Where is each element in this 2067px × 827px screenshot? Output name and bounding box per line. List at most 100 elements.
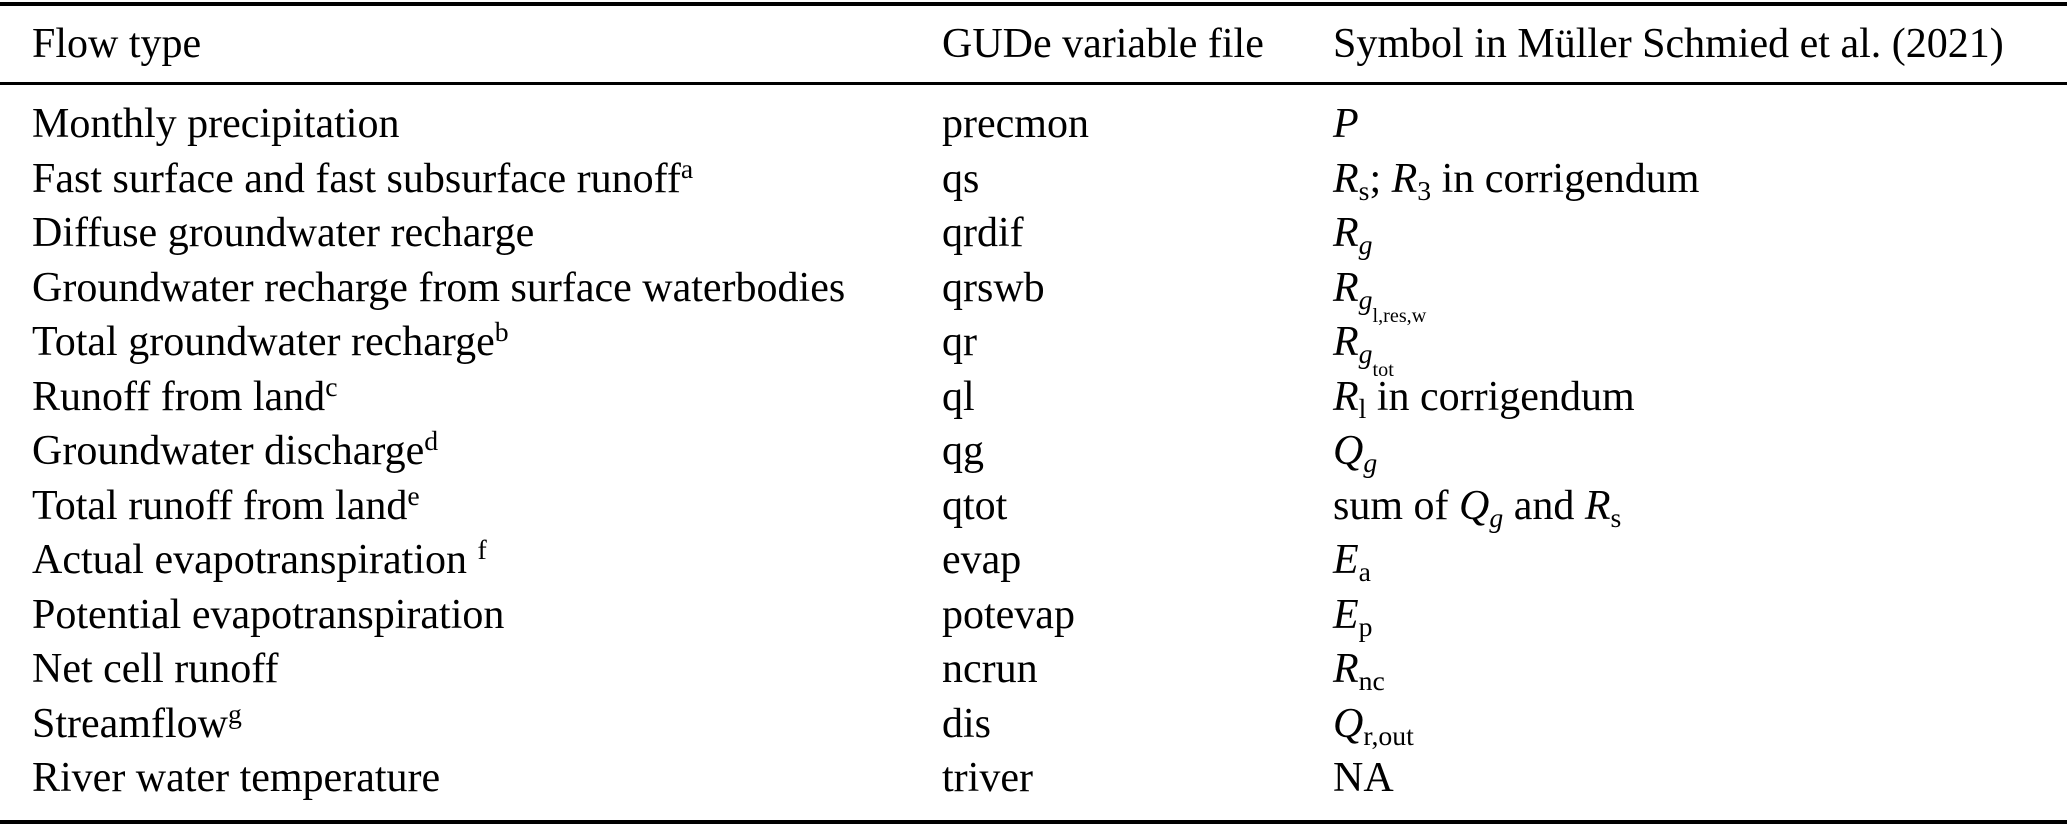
footnote-marker: a: [680, 152, 694, 184]
variable-file-text: triver: [942, 755, 1033, 801]
symbol-cell: Rgl,res,w: [1333, 261, 2067, 326]
variable-file-cell: qr: [942, 315, 1333, 370]
flow-type-text: Runoff from land: [32, 373, 326, 420]
symbol-segment: nc: [1358, 665, 1385, 697]
symbol-segment: E: [1333, 591, 1359, 638]
flow-type-cell: Total runoff from lande: [32, 479, 942, 534]
variable-file-text: qs: [942, 155, 980, 202]
variable-file-text: qr: [942, 319, 977, 365]
column-header-flow-type: Flow type: [32, 21, 202, 67]
symbol-segment: p: [1358, 610, 1373, 642]
symbol-segment: l,res,w: [1372, 304, 1427, 327]
flow-type-cell: Diffuse groundwater recharge: [32, 206, 942, 261]
variable-file-text: evap: [942, 537, 1022, 583]
variable-file-text: ncrun: [942, 646, 1038, 692]
footnote-marker: e: [407, 479, 420, 511]
flow-type-cell: Groundwater recharge from surface waterb…: [32, 261, 942, 316]
flow-type-text: Groundwater recharge from surface waterb…: [32, 264, 846, 311]
symbol-cell: Rs; R3 in corrigendum: [1333, 152, 2067, 207]
symbol-segment: P: [1333, 101, 1359, 147]
symbol-segment: g: [1358, 229, 1373, 261]
table-header-separator-rule: [0, 82, 2067, 85]
table-row: Net cell runoff ncrun Rnc: [0, 642, 2067, 697]
variable-file-cell: qs: [942, 152, 1333, 207]
footnote-marker: f: [477, 534, 487, 566]
symbol-segment: R: [1333, 210, 1359, 256]
variable-file-text: precmon: [942, 101, 1089, 147]
flow-type-text: Actual evapotranspiration: [32, 537, 478, 583]
variable-file-cell: triver: [942, 751, 1333, 806]
variable-file-cell: ql: [942, 370, 1333, 425]
variable-file-cell: ncrun: [942, 642, 1333, 697]
symbol-segment: E: [1333, 537, 1359, 583]
variable-file-cell: qtot: [942, 479, 1333, 534]
symbol-cell: Qr,out: [1333, 697, 2067, 752]
footnote-marker: b: [494, 316, 509, 348]
flow-type-text: Groundwater discharge: [32, 428, 425, 474]
flow-type-cell: River water temperature: [32, 751, 942, 806]
table-body: Monthly precipitation precmon P Fast surfac…: [0, 85, 2067, 806]
symbol-segment: tot: [1372, 359, 1394, 382]
variable-file-cell: qg: [942, 424, 1333, 479]
symbol-segment: in corrigendum: [1366, 373, 1635, 420]
flow-type-text: Potential evapotranspiration: [32, 591, 505, 638]
table-row: Groundwater recharge from surface waterb…: [0, 261, 2067, 326]
symbol-segment: g: [1363, 447, 1378, 479]
symbol-segment: g: [1358, 283, 1373, 315]
symbol-segment: Q: [1333, 428, 1364, 474]
symbol-cell: sum of Qg and Rs: [1333, 479, 2067, 534]
symbol-segment: 3: [1417, 174, 1432, 206]
symbol-cell: Ea: [1333, 533, 2067, 588]
symbol-segment: l: [1358, 392, 1367, 424]
flow-type-cell: Monthly precipitation: [32, 97, 942, 152]
variable-file-text: qtot: [942, 482, 1008, 529]
flow-type-text: Total runoff from land: [32, 482, 408, 529]
table-row: Monthly precipitation precmon P: [0, 97, 2067, 152]
symbol-segment: R: [1333, 319, 1359, 365]
symbol-cell: NA: [1333, 751, 2067, 806]
flow-type-cell: Potential evapotranspiration: [32, 588, 942, 643]
variable-file-cell: qrdif: [942, 206, 1333, 261]
symbol-segment: R: [1391, 155, 1418, 202]
symbol-segment: a: [1358, 556, 1371, 588]
variable-file-text: potevap: [942, 591, 1075, 638]
variable-file-text: ql: [942, 373, 975, 420]
symbol-segment: ;: [1369, 155, 1392, 202]
flow-type-text: Total groundwater recharge: [32, 319, 495, 365]
table-row: River water temperature triver NA: [0, 751, 2067, 806]
symbol-cell: Ep: [1333, 588, 2067, 643]
symbol-segment: in corrigendum: [1431, 155, 1700, 202]
flow-type-cell: Streamflowg: [32, 697, 942, 752]
table-top-rule: [0, 2, 2067, 6]
symbol-segment: g: [1489, 501, 1504, 533]
variable-file-text: qrdif: [942, 210, 1024, 256]
variable-file-cell: evap: [942, 533, 1333, 588]
symbol-segment: g: [1358, 338, 1373, 370]
table-row: Fast surface and fast subsurface runoffa…: [0, 152, 2067, 207]
flow-type-text: Monthly precipitation: [32, 101, 400, 147]
symbol-segment: NA: [1333, 755, 1394, 801]
variable-file-cell: qrswb: [942, 261, 1333, 316]
symbol-segment: R: [1333, 373, 1359, 420]
symbol-segment: r,out: [1363, 719, 1414, 751]
variable-file-text: dis: [942, 700, 992, 747]
flow-type-cell: Total groundwater rechargeb: [32, 315, 942, 370]
flow-type-cell: Groundwater discharged: [32, 424, 942, 479]
flow-type-text: Fast surface and fast subsurface runoff: [32, 155, 681, 202]
flow-type-text: Diffuse groundwater recharge: [32, 210, 535, 256]
flow-type-text: River water temperature: [32, 755, 441, 801]
symbol-segment: R: [1333, 646, 1359, 692]
flow-type-text: Net cell runoff: [32, 646, 279, 692]
table-row: Diffuse groundwater recharge qrdif Rg: [0, 206, 2067, 261]
symbol-segment: and: [1503, 482, 1585, 529]
footnote-marker: g: [227, 697, 242, 729]
column-header-symbol: Symbol in Müller Schmied et al. (2021): [1333, 21, 2004, 67]
flow-type-cell: Actual evapotranspiration f: [32, 533, 942, 588]
flow-type-cell: Fast surface and fast subsurface runoffa: [32, 152, 942, 207]
